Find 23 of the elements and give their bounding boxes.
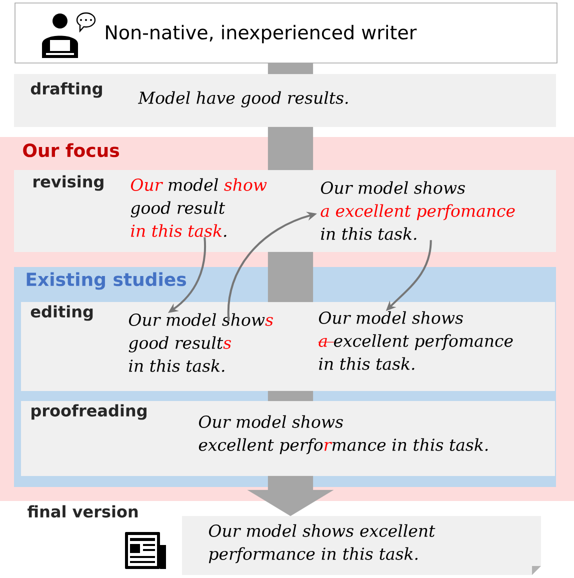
flow-arrow: [247, 476, 334, 516]
example-sentence: Our model shows good results in this task.: [128, 313, 273, 372]
example-sentence: Our model show good result in this task.: [130, 178, 267, 237]
stage-label: revising: [34, 175, 104, 191]
node-label: mance in this task.: [332, 438, 488, 451]
stage-label: drafting: [30, 82, 102, 98]
example-sentence: Our model shows excellent performance in this task.: [198, 415, 488, 454]
flow-bar: [268, 126, 314, 170]
node-label: r: [324, 442, 332, 451]
example-sentence: Model have good results.: [138, 91, 348, 108]
flow-bar: [268, 390, 314, 402]
final-sentence-box: Our model shows excellent performance in this task.: [182, 516, 541, 575]
writer-label: Non-native, inexperienced writer: [106, 24, 417, 44]
region-title: Existing studies: [26, 272, 186, 290]
node-label: Our model shows: [198, 415, 343, 428]
example-sentence: Our model shows a excellent perfomance in this task.: [320, 181, 515, 240]
stage-label: editing: [30, 305, 93, 321]
node-label: excellent perfo: [198, 438, 323, 454]
flow-bar: [268, 62, 314, 74]
region-title: Our focus: [23, 143, 119, 158]
stage-label: final version: [28, 505, 138, 518]
stage-label: proofreading: [32, 404, 146, 420]
flow-bar: [268, 252, 314, 302]
